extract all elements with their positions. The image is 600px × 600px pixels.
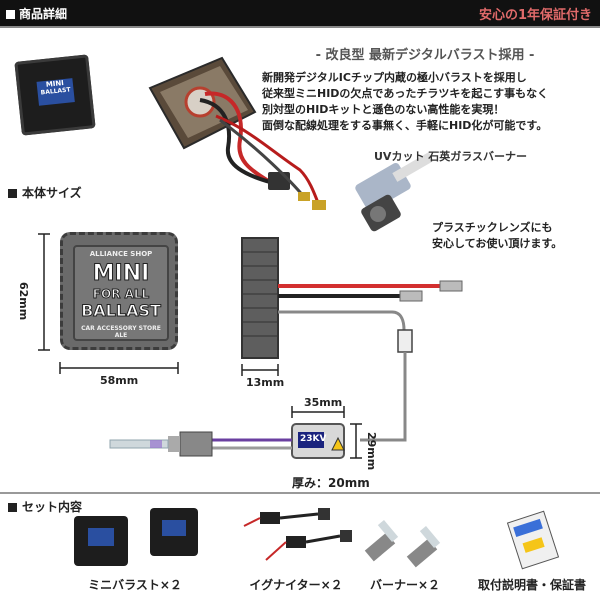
square-bullet-icon (8, 503, 17, 512)
section-divider (0, 492, 600, 494)
header-title: 商品詳細 (6, 5, 67, 22)
igniter-thickness: 厚み：20mm (292, 476, 370, 490)
feature-description: 新開発デジタルICチップ内蔵の極小バラストを採用し 従来型ミニHIDの欠点であっ… (262, 71, 549, 132)
height-dimension: 62mm (17, 282, 30, 321)
feature-title: - 改良型 最新デジタルバラスト採用 - (315, 48, 535, 63)
mini-ballast-diagram: ALLIANCE SHOP MINI FOR ALL BALLAST CAR A… (60, 232, 178, 350)
igniter-label: 23KV (300, 434, 327, 444)
burner-note: プラスチックレンズにも 安心してお使い頂けます。 (432, 221, 563, 250)
set-item-igniter: イグナイター×２ (249, 578, 343, 592)
igniter-width-dimension: 35mm (304, 396, 343, 409)
igniter-height-dimension: 29mm (365, 432, 378, 471)
header-bar: 商品詳細 安心の1年保証付き (0, 0, 600, 28)
set-section-title: セット内容 (8, 498, 82, 515)
size-section-title: 本体サイズ (8, 184, 82, 201)
square-bullet-icon (6, 10, 15, 19)
set-item-manual: 取付説明書・保証書 (477, 578, 586, 592)
burner-label: UVカット 石英ガラスバーナー (374, 150, 528, 163)
square-bullet-icon (8, 189, 17, 198)
set-item-burner: バーナー×２ (369, 578, 441, 592)
warranty-badge: 安心の1年保証付き (478, 8, 592, 23)
set-item-ballast: ミニバラスト×２ (88, 578, 182, 592)
depth-dimension: 13mm (246, 376, 285, 389)
width-dimension: 58mm (100, 374, 139, 387)
